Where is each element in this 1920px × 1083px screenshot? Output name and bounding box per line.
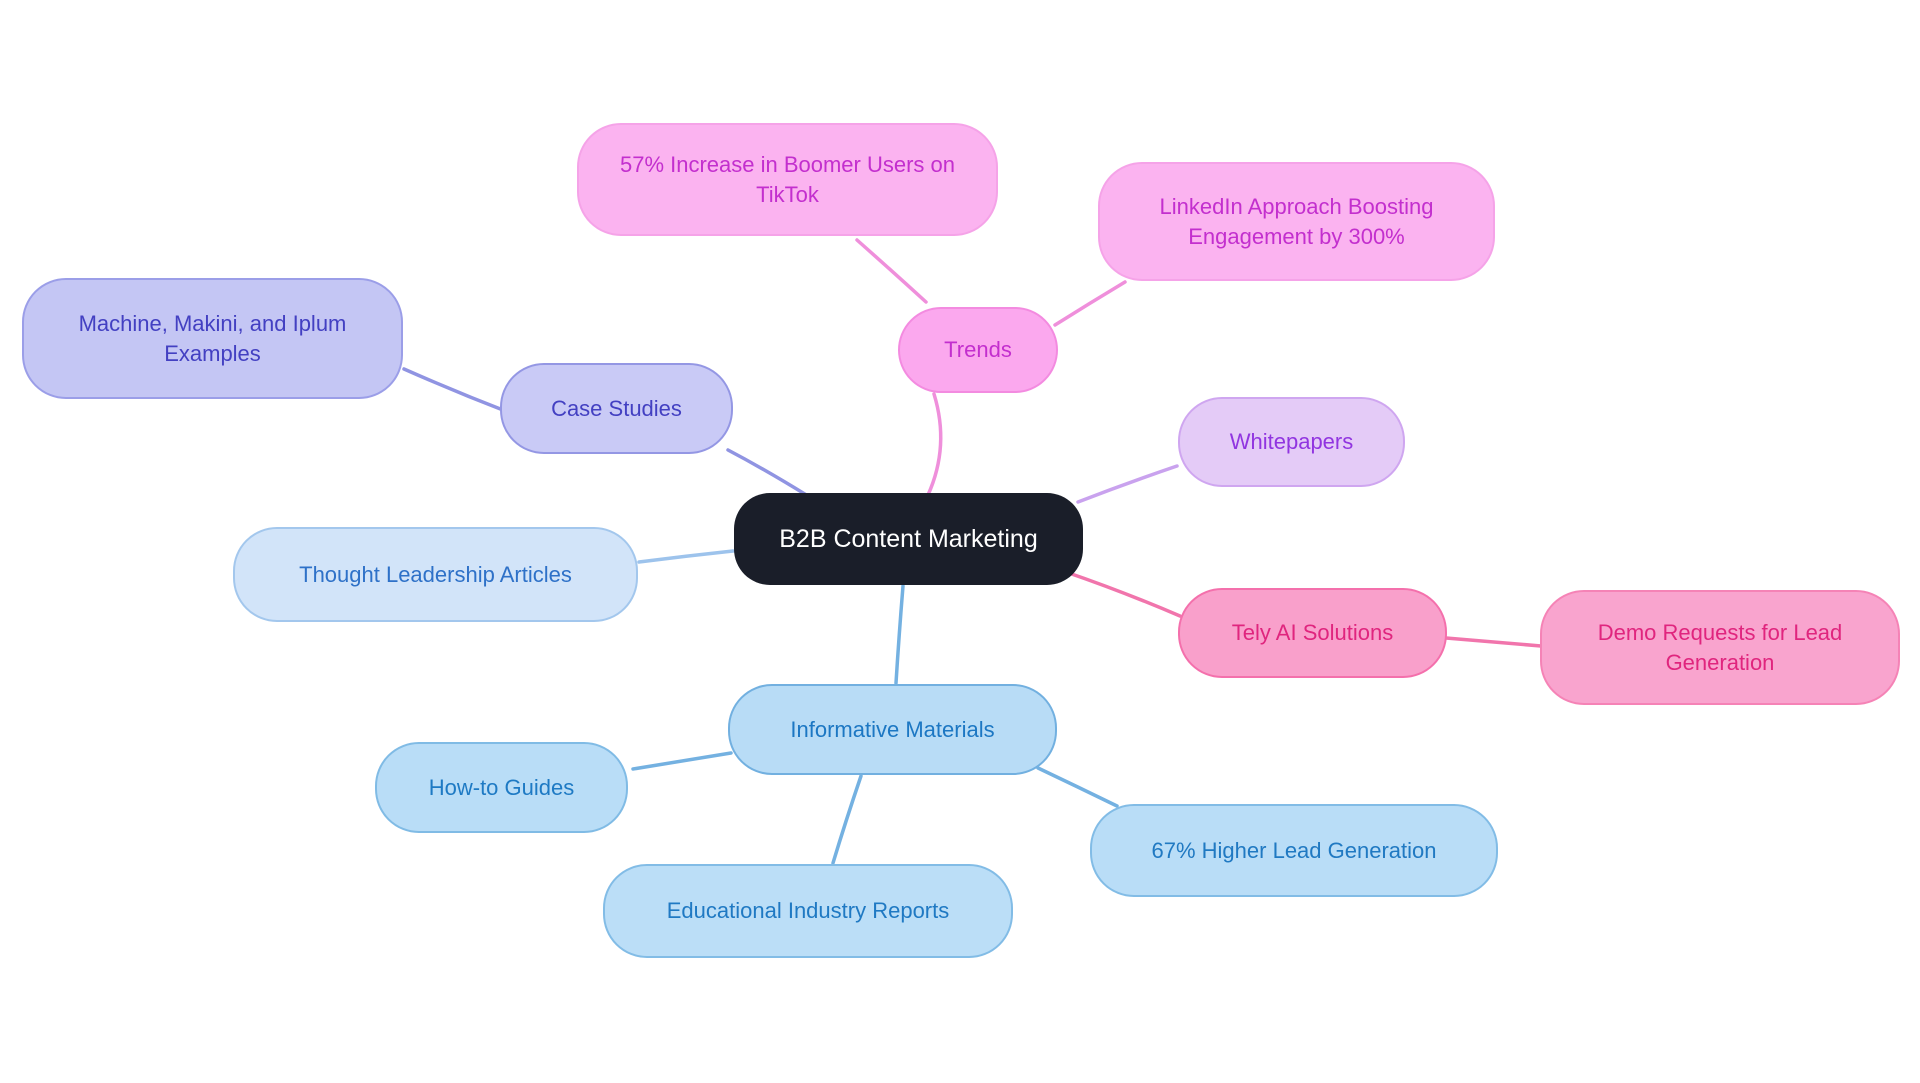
node-label: Tely AI Solutions: [1231, 620, 1394, 646]
edge-trends-linkedin: [1053, 280, 1127, 327]
node-trends[interactable]: Trends: [898, 307, 1058, 393]
edge-root-trends: [926, 392, 943, 497]
node-whitepapers[interactable]: Whitepapers: [1178, 397, 1405, 487]
edge-tely-demo: [1444, 636, 1543, 648]
node-label: 57% Increase in Boomer Users on TikTok: [619, 152, 956, 207]
node-tiktok-increase[interactable]: 57% Increase in Boomer Users on TikTok: [577, 123, 998, 236]
node-label: How-to Guides: [428, 774, 575, 800]
node-label: Thought Leadership Articles: [299, 561, 572, 587]
node-root-b2b-content-marketing[interactable]: B2B Content Marketing: [734, 493, 1083, 585]
node-label: 67% Higher Lead Generation: [1151, 837, 1437, 863]
edge-trends-tiktok: [855, 238, 928, 304]
node-thought-leadership[interactable]: Thought Leadership Articles: [233, 527, 638, 622]
edge-informative-67pct: [1036, 766, 1119, 808]
edge-root-case-studies: [726, 448, 810, 498]
edge-case-studies-machine: [402, 367, 510, 414]
node-label: Trends: [944, 337, 1012, 363]
node-case-studies[interactable]: Case Studies: [500, 363, 733, 454]
node-educational-reports[interactable]: Educational Industry Reports: [603, 864, 1013, 958]
node-label: LinkedIn Approach Boosting Engagement by…: [1159, 194, 1434, 249]
edge-informative-howto: [631, 751, 733, 771]
node-howto-guides[interactable]: How-to Guides: [375, 742, 628, 833]
node-demo-requests[interactable]: Demo Requests for Lead Generation: [1540, 590, 1900, 705]
node-label: Case Studies: [551, 395, 682, 421]
edge-root-whitepapers: [1076, 464, 1179, 504]
node-label: Whitepapers: [1229, 429, 1354, 455]
node-label: B2B Content Marketing: [779, 524, 1038, 553]
node-label: Educational Industry Reports: [666, 898, 950, 924]
edge-informative-educational: [831, 774, 863, 865]
node-tely-ai-solutions[interactable]: Tely AI Solutions: [1178, 588, 1447, 678]
node-linkedin-approach[interactable]: LinkedIn Approach Boosting Engagement by…: [1098, 162, 1495, 281]
edge-root-informative: [894, 584, 905, 685]
node-label: Informative Materials: [790, 716, 995, 742]
node-informative-materials[interactable]: Informative Materials: [728, 684, 1057, 775]
node-67pct-lead-generation[interactable]: 67% Higher Lead Generation: [1090, 804, 1498, 897]
node-label: Machine, Makini, and Iplum Examples: [78, 311, 347, 366]
edge-root-tely: [1064, 570, 1182, 618]
node-label: Demo Requests for Lead Generation: [1597, 620, 1843, 675]
node-machine-makini-iplum[interactable]: Machine, Makini, and Iplum Examples: [22, 278, 403, 399]
edge-root-thought: [637, 549, 735, 564]
